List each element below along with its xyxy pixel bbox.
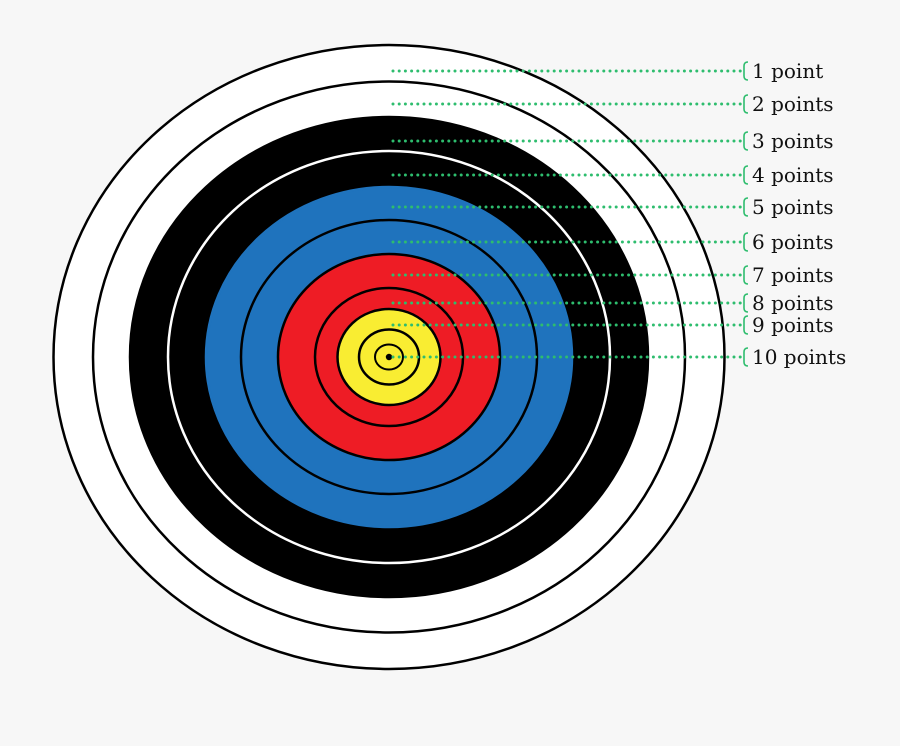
label-9: 9 points (752, 313, 834, 337)
bracket-1 (743, 61, 749, 81)
label-7: 7 points (752, 263, 834, 287)
bracket-7 (743, 265, 749, 285)
bracket-9 (743, 315, 749, 335)
bracket-3 (743, 131, 749, 151)
label-8: 8 points (752, 291, 834, 315)
bracket-6 (743, 232, 749, 252)
bracket-4 (743, 165, 749, 185)
center-dot (385, 353, 393, 361)
bracket-2 (743, 94, 749, 114)
label-2: 2 points (752, 92, 834, 116)
label-5: 5 points (752, 195, 834, 219)
label-1: 1 point (752, 59, 823, 83)
label-10: 10 points (752, 345, 846, 369)
inner-x-ring (374, 343, 404, 371)
label-6: 6 points (752, 230, 834, 254)
label-4: 4 points (752, 163, 834, 187)
bracket-5 (743, 197, 749, 217)
bracket-10 (743, 347, 749, 367)
bracket-8 (743, 293, 749, 313)
label-3: 3 points (752, 129, 834, 153)
